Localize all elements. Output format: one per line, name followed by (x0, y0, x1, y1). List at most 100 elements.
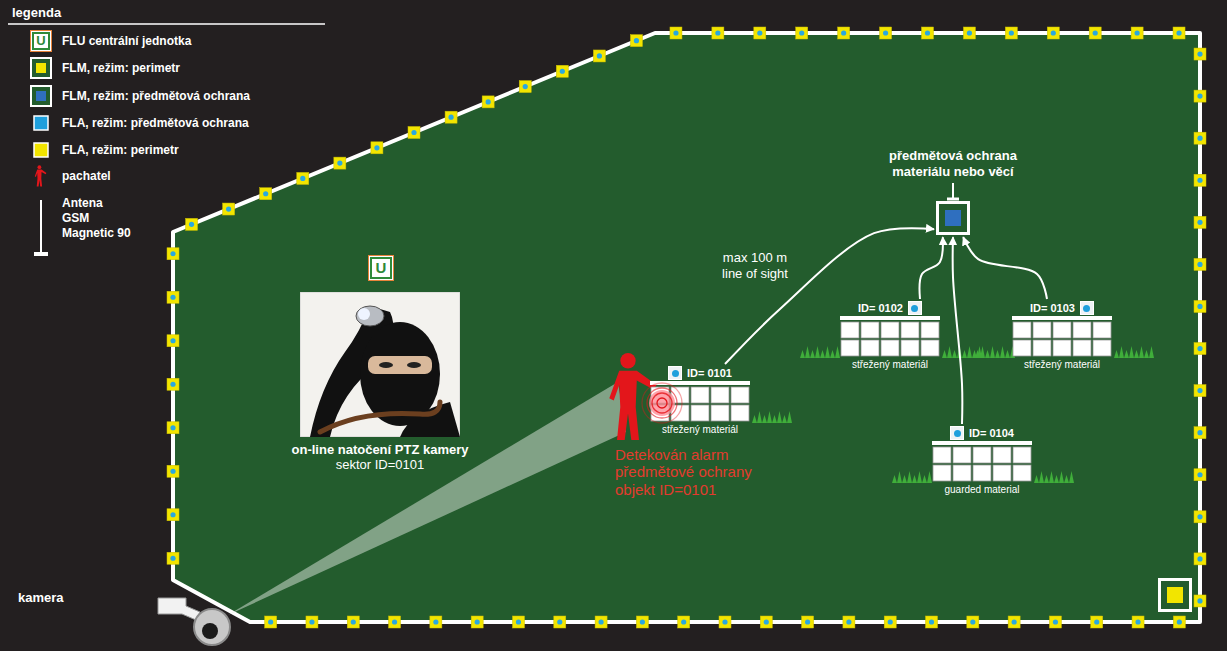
sensor-dot (1197, 136, 1202, 141)
intruder-figure (609, 353, 656, 440)
sensor-dot (1197, 304, 1202, 309)
photo-sector: sektor ID=0101 (280, 457, 480, 472)
sensor-dot (929, 619, 934, 624)
material-stack (932, 441, 1032, 483)
sensor-dot (1197, 178, 1202, 183)
legend-swatch (30, 196, 52, 260)
perimeter-sensor (186, 218, 198, 230)
sensor-dot (1197, 556, 1202, 561)
sensor-dot (300, 176, 305, 181)
perimeter-sensors (167, 27, 1206, 628)
camera-bracket (158, 598, 200, 620)
perimeter-sensor (1132, 616, 1144, 628)
guarded-material: ID= 0104guarded material (932, 425, 1032, 495)
perimeter-sensor (712, 27, 724, 39)
perimeter-sensor (880, 27, 892, 39)
sensor-dot (967, 30, 972, 35)
sensor-dot (560, 69, 565, 74)
grass-tuft (975, 346, 1015, 358)
radio-link (963, 237, 1047, 299)
perimeter-sensor (334, 157, 346, 169)
alarm-note: Detekován alarm předmětové ochrany objek… (615, 446, 765, 498)
flm-unit-node: předmětová ochrana materiálu nebo věcí (878, 148, 1028, 235)
perimeter-sensor (265, 616, 277, 628)
id-row: ID= 0101 (650, 365, 750, 381)
sensor-dot (516, 619, 521, 624)
sensor-dot (170, 338, 175, 343)
sensor-dot (1197, 472, 1202, 477)
sensor-dot (1197, 388, 1202, 393)
perimeter-sensor (963, 27, 975, 39)
sensor-dot (634, 38, 639, 43)
perimeter-sensor (371, 142, 383, 154)
flm-unit (936, 201, 970, 235)
sensor-dot (374, 145, 379, 150)
sensor-dot (673, 30, 678, 35)
id-row: ID= 0102 (840, 300, 940, 316)
material-caption: střežený materiál (840, 359, 940, 370)
sensor-dot (189, 222, 194, 227)
sensor-dot (263, 191, 268, 196)
perimeter-sensor (802, 616, 814, 628)
legend-item: FLA, režim: předmětová ochrana (30, 112, 249, 134)
perimeter-sensor (1047, 27, 1059, 39)
fla-sensor (1080, 301, 1094, 315)
perimeter-sensor (1194, 427, 1206, 439)
sensor-dot (392, 619, 397, 624)
fla-sensor (668, 366, 682, 380)
perimeter-sensor (636, 616, 648, 628)
sensor-dot (640, 619, 645, 624)
perimeter-sensor (445, 111, 457, 123)
perimeter-sensor (967, 616, 979, 628)
sensor-dot (1197, 262, 1202, 267)
camera (158, 598, 230, 645)
legend-text: FLM, režim: předmětová ochrana (62, 89, 250, 104)
sensor-dot (337, 161, 342, 166)
sensor-dot (351, 619, 356, 624)
legend-swatch (30, 139, 52, 161)
perimeter-sensor (408, 127, 420, 139)
legend-text: pachatel (62, 169, 111, 184)
perimeter-sensor (1194, 216, 1206, 228)
sensor-dot (805, 619, 810, 624)
perimeter-sensor (306, 616, 318, 628)
sensor-dot (1009, 30, 1014, 35)
sensor-dot (448, 115, 453, 120)
legend-swatch (30, 165, 52, 187)
flm-core (1167, 587, 1183, 603)
legend-swatch (30, 112, 52, 134)
perimeter-sensor (167, 552, 179, 564)
perimeter-sensor (430, 616, 442, 628)
sensor-dot (722, 619, 727, 624)
sensor-dot (1093, 30, 1098, 35)
photo-frame (300, 292, 460, 437)
sensor-dot (475, 619, 480, 624)
perimeter-sensor (1194, 385, 1206, 397)
sensor-dot (226, 206, 231, 211)
perimeter-sensor (593, 50, 605, 62)
intruder-head (620, 353, 635, 368)
sensor-dot (1197, 51, 1202, 56)
sensor-dot (1176, 30, 1181, 35)
sensor-dot (1197, 220, 1202, 225)
u-box: U (370, 257, 392, 279)
material-stack (840, 316, 940, 358)
camera-view-cone (228, 382, 626, 615)
id-row: ID= 0103 (1012, 300, 1112, 316)
guarded-material: ID= 0101střežený materiál (650, 365, 750, 435)
perimeter-sensor (471, 616, 483, 628)
perimeter-sensor (167, 509, 179, 521)
radio-link (725, 228, 934, 364)
perimeter-sensor (796, 27, 808, 39)
radio-link (920, 237, 943, 299)
sensor-dot (1197, 514, 1202, 519)
sensor-dot (888, 619, 893, 624)
sensor-dot (1135, 619, 1140, 624)
perimeter-sensor (1008, 616, 1020, 628)
sensor-dot (764, 619, 769, 624)
material-stack (1012, 316, 1112, 358)
legend-item: FLM, režim: předmětová ochrana (30, 85, 250, 107)
perimeter-sensor (1194, 595, 1206, 607)
sensor-dot (597, 53, 602, 58)
